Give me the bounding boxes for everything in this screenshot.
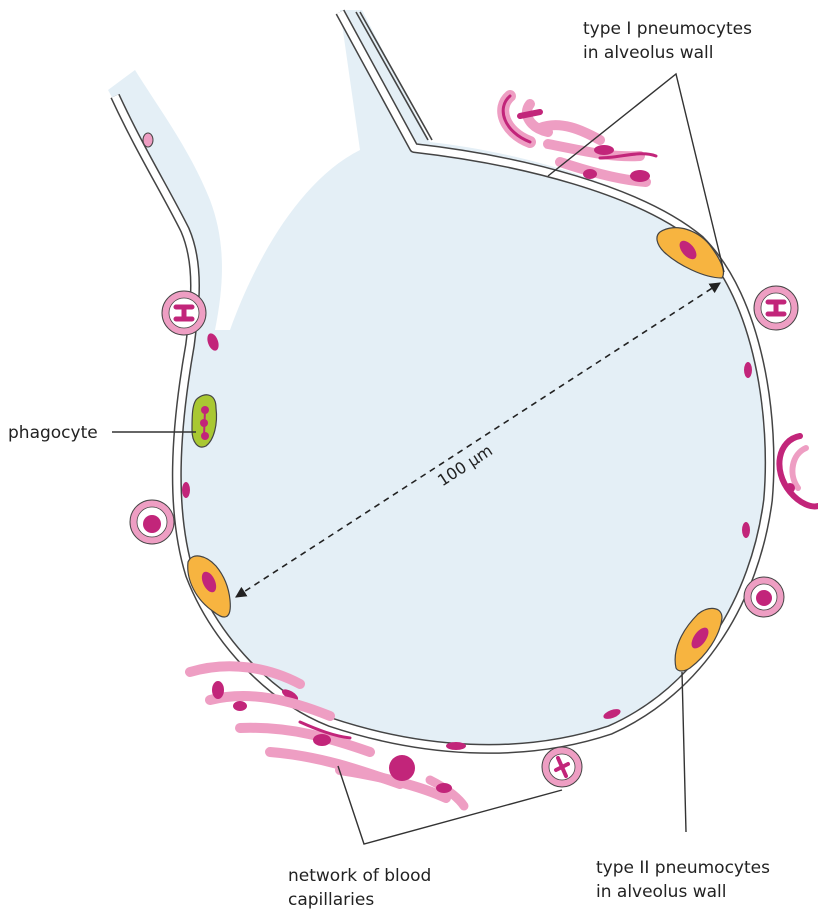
capillary-left-upper (162, 291, 206, 335)
label-type2-line1: type II pneumocytes (596, 856, 770, 880)
label-type1-line1: type I pneumocytes (583, 17, 752, 41)
leader-type2 (682, 672, 686, 832)
label-type1-line2: in alveolus wall (583, 41, 752, 65)
alveolus-lumen (108, 10, 770, 749)
capillary-right-curl (779, 436, 818, 506)
label-network-line1: network of blood (288, 864, 431, 888)
capillary-left-lower (130, 500, 174, 544)
label-type2-line2: in alveolus wall (596, 880, 770, 904)
label-phagocyte: phagocyte (8, 421, 98, 445)
capillary-right-upper (754, 286, 798, 330)
label-capillary-network: network of blood capillaries (288, 864, 431, 912)
capillary-right-lower (744, 577, 784, 617)
label-type2-pneumocytes: type II pneumocytes in alveolus wall (596, 856, 770, 904)
label-type1-pneumocytes: type I pneumocytes in alveolus wall (583, 17, 752, 65)
label-network-line2: capillaries (288, 888, 431, 912)
capillary-bottom (542, 747, 582, 787)
